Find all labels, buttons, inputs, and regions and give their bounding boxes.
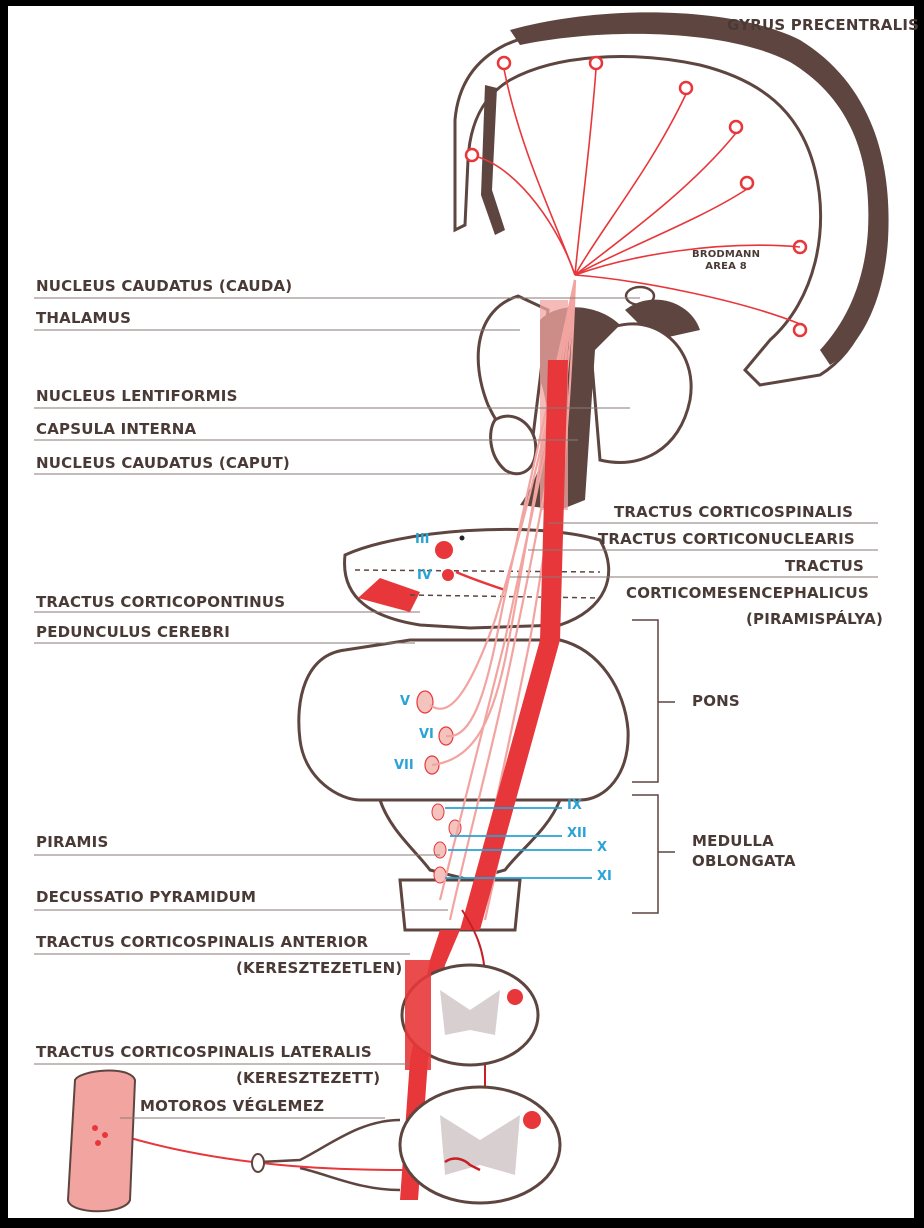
leader-lines xyxy=(34,297,878,1119)
label-brodmann-line1: BRODMANN xyxy=(692,249,761,260)
cortical-axons xyxy=(477,68,801,325)
label-tractus-corticospinalis: TRACTUS CORTICOSPINALIS xyxy=(614,503,854,521)
label-nucleus-lentiformis: NUCLEUS LENTIFORMIS xyxy=(36,387,238,405)
peripheral-nerve xyxy=(119,1118,406,1192)
label-thalamus: THALAMUS xyxy=(36,309,132,327)
label-corticomesencephalicus: CORTICOMESENCEPHALICUS xyxy=(626,584,869,602)
label-motoros-veglemez: MOTOROS VÉGLEMEZ xyxy=(140,1097,325,1115)
label-nucleus-caudatus-cauda: NUCLEUS CAUDATUS (CAUDA) xyxy=(36,277,293,295)
nerve-label-III: III xyxy=(415,532,430,547)
label-brodmann-line2: AREA 8 xyxy=(705,261,747,272)
nerve-label-IV: IV xyxy=(417,568,432,583)
label-piramispalya: (PIRAMISPÁLYA) xyxy=(746,610,884,628)
label-gyrus-precentralis: GYRUS PRECENTRALIS xyxy=(727,16,920,34)
label-pedunculus-cerebri: PEDUNCULUS CEREBRI xyxy=(36,623,231,641)
cranial-nerve-lines xyxy=(445,807,592,879)
nerve-label-IX: IX xyxy=(567,798,582,813)
gyrus-precentralis-shape xyxy=(453,12,889,387)
nerve-label-XII: XII xyxy=(567,826,587,841)
spinal-cord-lower xyxy=(398,1085,562,1205)
basal-ganglia xyxy=(476,285,700,510)
nerve-label-XI: XI xyxy=(597,869,612,884)
label-tractus-corticonuclearis: TRACTUS CORTICONUCLEARIS xyxy=(598,530,855,548)
muscle-fiber xyxy=(66,1069,137,1213)
label-tcs-lateralis: TRACTUS CORTICOSPINALIS LATERALIS xyxy=(36,1043,372,1061)
pons-shape xyxy=(297,638,630,802)
label-tcs-anterior: TRACTUS CORTICOSPINALIS ANTERIOR xyxy=(36,933,369,951)
label-oblongata: OBLONGATA xyxy=(692,852,796,870)
label-keresztezetlen: (KERESZTEZETLEN) xyxy=(236,959,403,977)
label-capsula-interna: CAPSULA INTERNA xyxy=(36,420,197,438)
nerve-label-V: V xyxy=(400,694,411,709)
nerve-label-VI: VI xyxy=(419,727,434,742)
label-brodmann: BRODMANN AREA 8 xyxy=(692,249,760,273)
spinal-cord-upper xyxy=(400,960,540,1070)
label-pons: PONS xyxy=(692,692,740,710)
nerve-label-X: X xyxy=(597,840,608,855)
label-keresztezett: (KERESZTEZETT) xyxy=(236,1069,381,1087)
midbrain-section xyxy=(343,527,611,630)
nerve-label-VII: VII xyxy=(394,758,414,773)
label-tractus-corticopontinus: TRACTUS CORTICOPONTINUS xyxy=(36,593,286,611)
label-piramis: PIRAMIS xyxy=(36,833,109,851)
label-medulla: MEDULLA xyxy=(692,832,774,850)
label-nucleus-caudatus-caput: NUCLEUS CAUDATUS (CAPUT) xyxy=(36,454,290,472)
label-decussatio-pyramidum: DECUSSATIO PYRAMIDUM xyxy=(36,888,257,906)
brackets xyxy=(632,619,675,914)
label-tractus: TRACTUS xyxy=(785,557,865,575)
